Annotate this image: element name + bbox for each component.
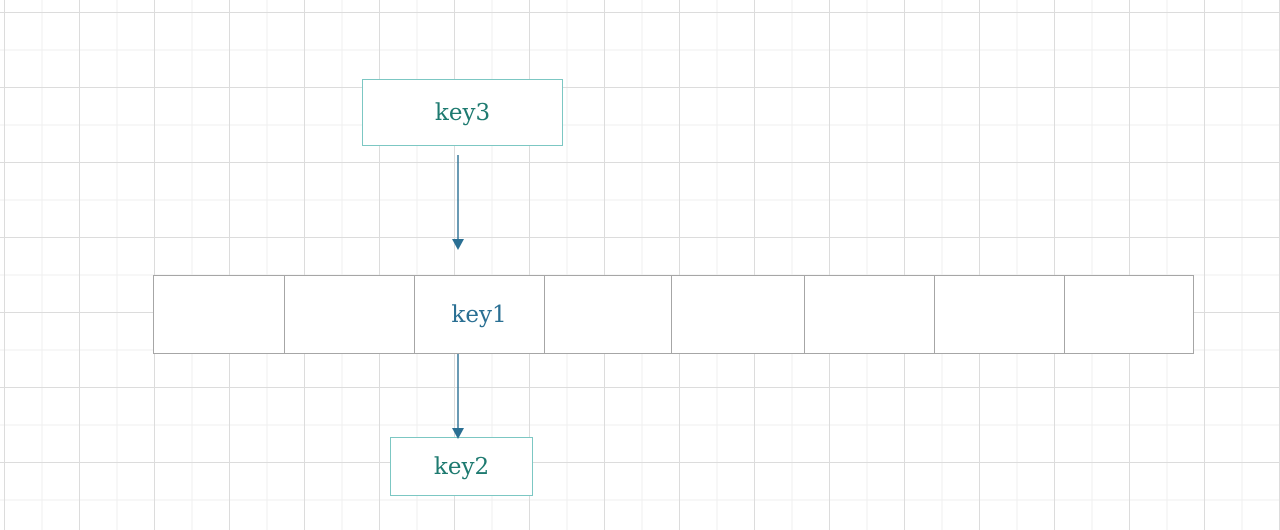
array-cell-label: key1 (451, 301, 507, 328)
key2-label: key2 (433, 453, 490, 480)
key3-node[interactable]: key3 (362, 79, 563, 146)
arrowhead-icon (452, 239, 464, 250)
array-cell[interactable] (284, 276, 415, 353)
array-cell[interactable] (154, 276, 285, 353)
array-cell[interactable] (544, 276, 672, 353)
array-cell[interactable] (671, 276, 805, 353)
array-cell[interactable] (804, 276, 935, 353)
key3-label: key3 (434, 99, 491, 126)
key2-node[interactable]: key2 (390, 437, 533, 496)
array-cell[interactable] (934, 276, 1065, 353)
array-cell[interactable] (1064, 276, 1193, 353)
hash-array: key1 (153, 275, 1194, 354)
array-cell[interactable]: key1 (414, 276, 545, 353)
arrow-key1-to-key2 (452, 354, 464, 439)
arrow-key3-to-key1 (452, 155, 464, 250)
